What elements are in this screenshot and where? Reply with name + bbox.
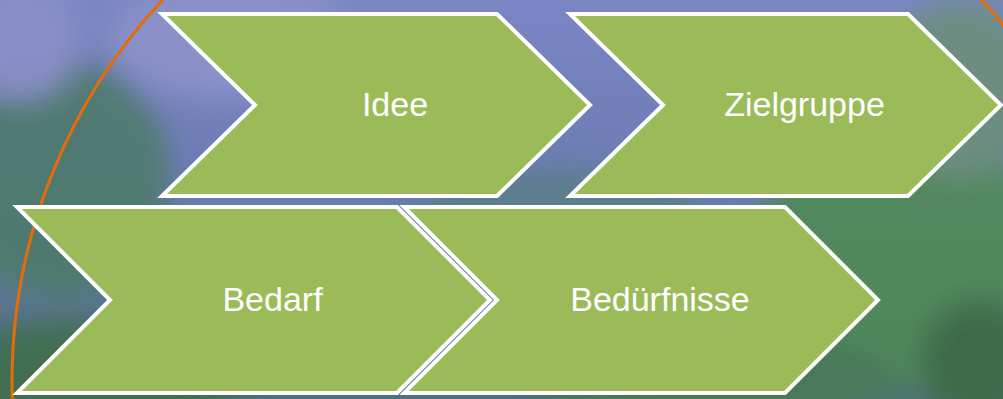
orange-arc <box>12 0 1003 399</box>
chevron-outline <box>404 207 878 393</box>
chevron-step: Idee <box>160 12 592 198</box>
step-label: Bedarf <box>222 280 322 319</box>
chevron-outline <box>570 14 1001 196</box>
step-label: Idee <box>362 85 428 124</box>
chevron-outline <box>17 207 490 393</box>
chevron-step: Zielgruppe <box>568 12 1003 198</box>
chevron-step: Bedürfnisse <box>402 205 880 395</box>
step-label: Zielgruppe <box>724 85 885 124</box>
chevron-outline <box>162 14 590 196</box>
chevron-step: Bedarf <box>15 205 492 395</box>
step-label: Bedürfnisse <box>570 280 750 319</box>
